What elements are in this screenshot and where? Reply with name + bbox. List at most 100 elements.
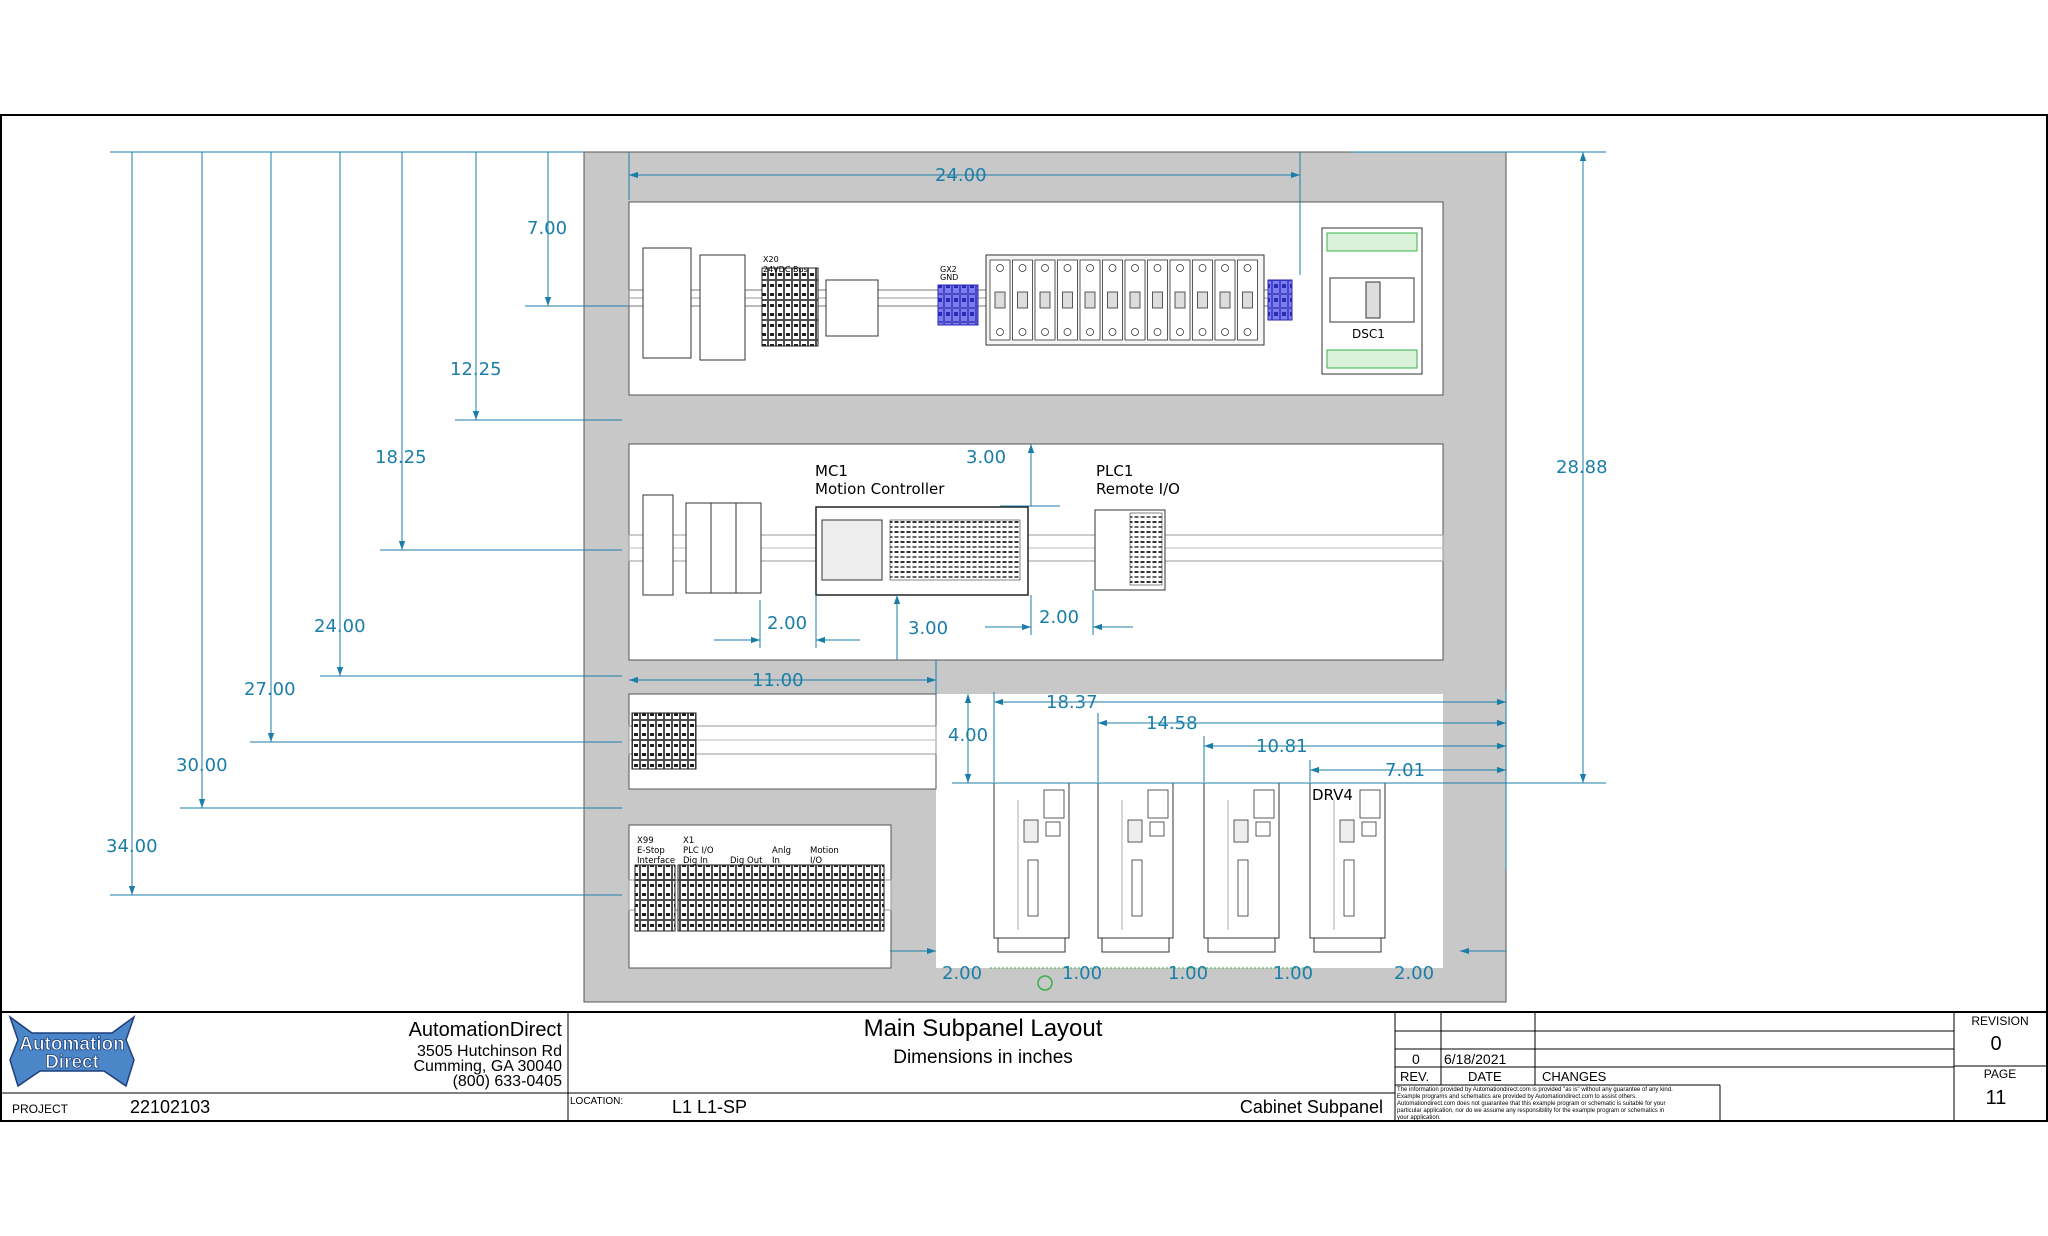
dim-27-00: 27.00 <box>244 679 296 700</box>
interface-label: Interface <box>637 856 675 866</box>
project-value: 22102103 <box>130 1097 210 1117</box>
date-header: DATE <box>1468 1069 1502 1084</box>
row-3-terminal-block <box>631 712 697 770</box>
servo-drive <box>1309 782 1386 953</box>
anlg-label: Anlg <box>772 846 791 856</box>
dim-drive-7-01: 7.01 <box>1385 760 1425 781</box>
dim-row2-bottom-gap: 3.00 <box>908 618 948 639</box>
company-address-2: Cumming, GA 30040 <box>413 1058 562 1075</box>
relay-module <box>825 279 879 337</box>
servo-drive <box>1203 782 1280 953</box>
motion-label: Motion <box>810 846 839 856</box>
logo-bottom-text: Direct <box>45 1052 100 1073</box>
drawing-subtitle: Dimensions in inches <box>893 1047 1073 1068</box>
mc1-desc-label: Motion Controller <box>815 480 945 498</box>
disclaimer-line-4: particular application, nor do we assume… <box>1397 1108 1664 1114</box>
gx2-ground-terminals <box>937 284 979 326</box>
dim-height-28-88: 28.88 <box>1556 457 1608 478</box>
breaker-end-terminal <box>1267 279 1293 321</box>
row-3-components <box>628 712 937 770</box>
dim-bottom-5: 2.00 <box>1394 963 1434 984</box>
dim-bottom-3: 1.00 <box>1168 963 1208 984</box>
breaker-pole <box>1214 259 1236 341</box>
breaker-pole <box>1192 259 1213 341</box>
dimension-lines <box>110 151 1606 955</box>
breaker-pole <box>1057 259 1078 341</box>
page-value: 11 <box>1986 1087 2007 1109</box>
project-label: PROJECT <box>12 1102 69 1116</box>
rev-header: REV. <box>1400 1069 1429 1084</box>
mc1-label: MC1 <box>815 462 848 480</box>
drive-ground-marker <box>1037 975 1053 991</box>
drawing-type: Cabinet Subpanel <box>1240 1097 1383 1117</box>
dim-row2-top-gap: 3.00 <box>966 447 1006 468</box>
plc1-desc-label: Remote I/O <box>1096 480 1180 498</box>
network-switch <box>642 494 674 596</box>
duct-row-2-area <box>628 443 1444 661</box>
breaker-pole <box>1124 259 1146 341</box>
dim-7-00: 7.00 <box>527 218 567 239</box>
disclaimer-line-3: Automationdirect.com does not guarantee … <box>1397 1101 1665 1107</box>
dim-24-00-v: 24.00 <box>314 616 366 637</box>
io-module-group <box>685 502 762 594</box>
servo-drive <box>993 782 1070 953</box>
power-supply-module-2 <box>699 254 746 361</box>
row-1-components: X20 24VDC Bus GX2 GND DSC1 <box>628 227 1423 375</box>
page-label: PAGE <box>1984 1067 2016 1081</box>
plc1-label: PLC1 <box>1096 462 1133 480</box>
gnd-label: GND <box>940 273 958 282</box>
estop-label: E-Stop <box>637 846 665 856</box>
title-block <box>1 1011 2047 1120</box>
dim-drive-18-37: 18.37 <box>1046 692 1098 713</box>
breaker-pole <box>1147 259 1168 341</box>
breaker-pole <box>1237 259 1258 341</box>
rev-number: 0 <box>1412 1051 1420 1067</box>
plc-io-label: PLC I/O <box>683 846 714 856</box>
dim-drive-10-81: 10.81 <box>1256 736 1308 757</box>
rev-date: 6/18/2021 <box>1444 1051 1506 1067</box>
dsc1-label: DSC1 <box>1352 327 1385 341</box>
x99-terminal-block <box>634 864 676 932</box>
dig-out-label: Dig Out <box>730 856 763 866</box>
dimension-values: 7.00 12.25 18.25 24.00 27.00 30.00 34.00… <box>106 165 1608 984</box>
logo-top-text: Automation <box>19 1034 125 1055</box>
dim-row2-right-gap: 2.00 <box>1039 607 1079 628</box>
revision-value: 0 <box>1990 1033 2001 1055</box>
power-supply-module <box>642 247 692 359</box>
location-value: L1 L1-SP <box>672 1097 747 1117</box>
servo-drive <box>1097 782 1174 953</box>
dim-18-25: 18.25 <box>375 447 427 468</box>
row-4-components: X99 E-Stop Interface X1 PLC I/O Dig In D… <box>628 836 892 932</box>
dim-30-00: 30.00 <box>176 755 228 776</box>
dim-row2-left-extent: 11.00 <box>752 670 804 691</box>
breaker-pole <box>1079 259 1101 341</box>
dim-row2-left-gap: 2.00 <box>767 613 807 634</box>
servo-drives <box>993 782 1386 953</box>
breaker-pole <box>1012 259 1033 341</box>
drawing-frame <box>0 114 2048 1122</box>
dim-bottom-1: 2.00 <box>942 963 982 984</box>
disclaimer-line-2: Example programs and schematics are prov… <box>1397 1094 1637 1100</box>
dim-v-gap-4-00: 4.00 <box>948 725 988 746</box>
disclaimer-line-1: The information provided by Automationdi… <box>1397 1087 1673 1093</box>
dim-width-24-00: 24.00 <box>935 165 987 186</box>
x1-terminal-block <box>677 864 885 932</box>
breaker-pole <box>1169 259 1191 341</box>
disclaimer-line-5: your application. <box>1397 1115 1441 1121</box>
location-label: LOCATION: <box>570 1096 623 1107</box>
x20-bus-label: 24VDC Bus <box>763 265 808 274</box>
revision-label: REVISION <box>1971 1014 2028 1028</box>
dim-34-00: 34.00 <box>106 836 158 857</box>
gx2-label: GX2 <box>940 265 957 274</box>
dim-12-25: 12.25 <box>450 359 502 380</box>
dig-in-label: Dig In <box>683 856 708 866</box>
drawing-title: Main Subpanel Layout <box>864 1015 1103 1042</box>
row-2-components: MC1 Motion Controller PLC1 Remote I/O <box>628 462 1444 596</box>
x20-terminal-block <box>761 267 819 347</box>
drv4-label: DRV4 <box>1312 786 1353 804</box>
motion-io-label: I/O <box>810 856 822 866</box>
changes-header: CHANGES <box>1542 1069 1607 1084</box>
anlg-in-label: In <box>772 856 780 866</box>
x99-label: X99 <box>637 836 654 846</box>
